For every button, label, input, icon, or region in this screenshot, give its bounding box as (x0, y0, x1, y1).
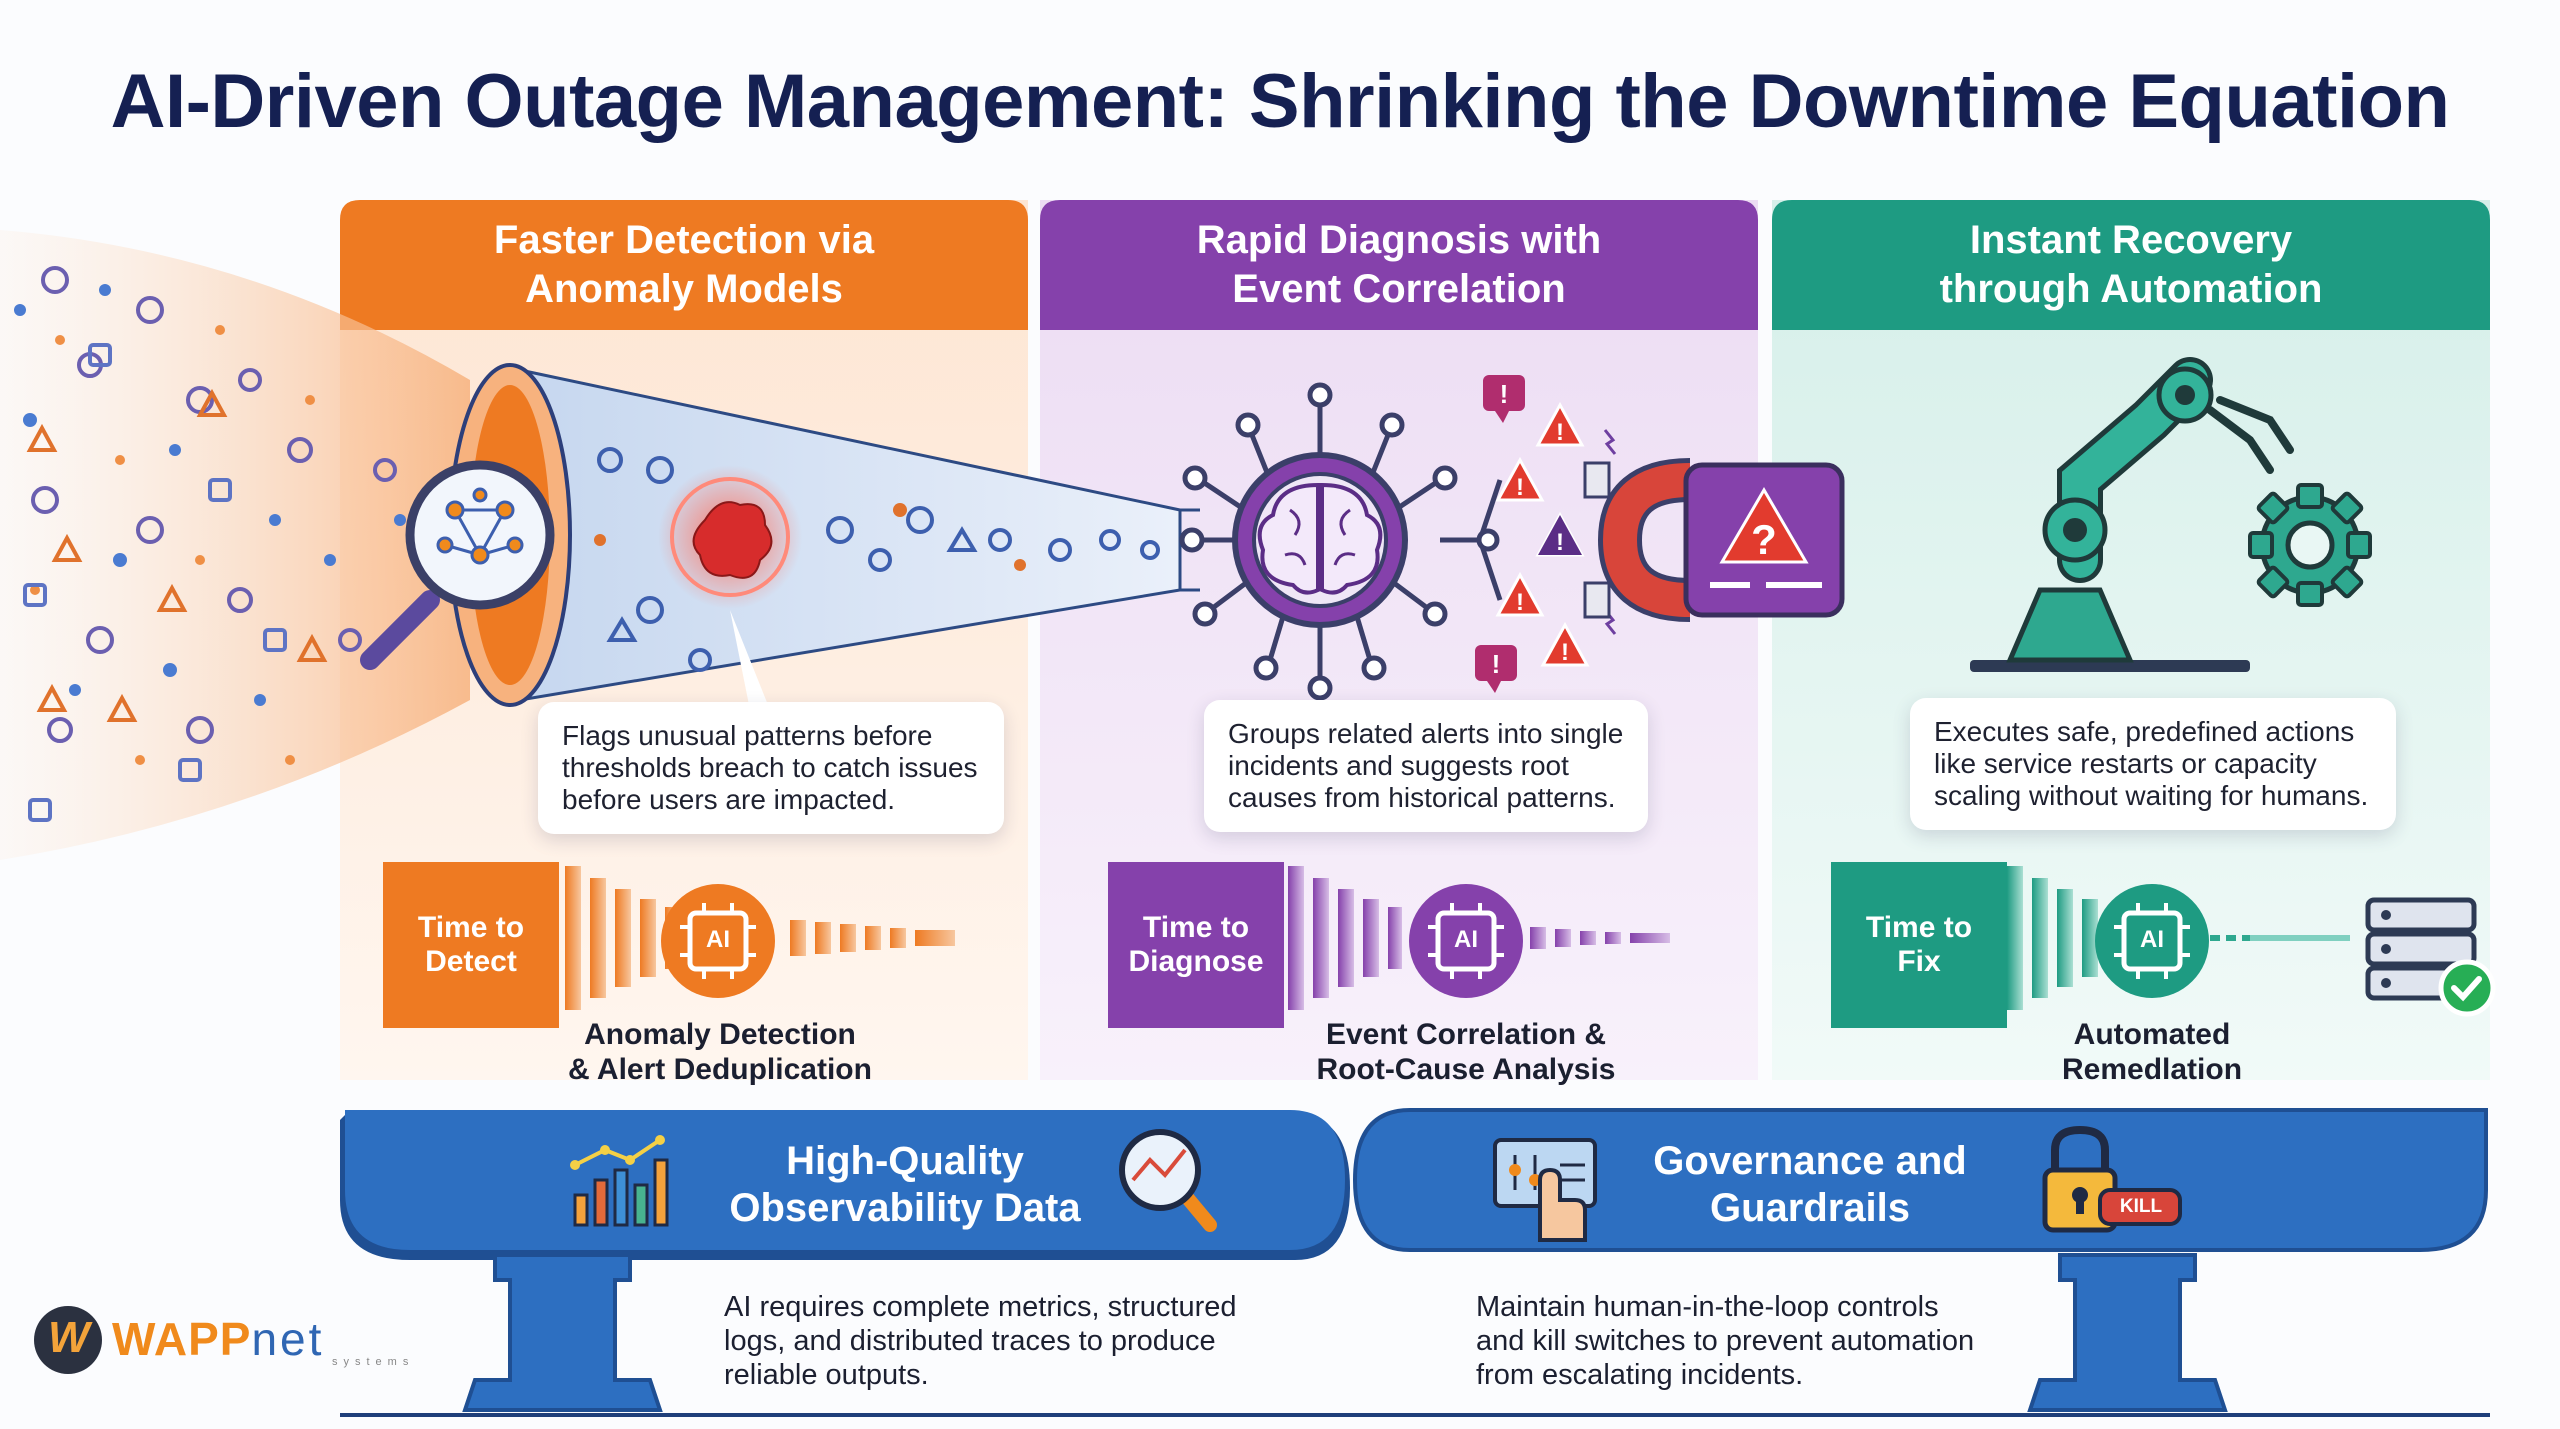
warning-icon: !!! !! !! (1475, 375, 1622, 693)
incident-question-mark: ? (1751, 516, 1777, 563)
svg-text:!: ! (1556, 419, 1564, 446)
logo-badge (34, 1306, 102, 1374)
ai-chip-fix-label: AI (2140, 926, 2164, 953)
heading-diagnose-line2: Event Correlation (1232, 267, 1566, 311)
banner-observability-title: High-Quality Observability Data (729, 1139, 1081, 1230)
heading-detect-line2: Anomaly Models (525, 267, 843, 311)
banner-governance (1352, 1108, 2488, 1412)
logo-wordmark-secondary: net (251, 1313, 325, 1365)
heading-recover-line2: through Automation (1939, 267, 2323, 311)
callout-pointer (730, 610, 770, 710)
ai-chip-diagnose (1409, 884, 1523, 998)
callout-recover: Executes safe, predefined actions like s… (1910, 698, 2396, 830)
time-shrink-diagnose (1288, 866, 1670, 1010)
logo-subtitle: systems (332, 1356, 415, 1368)
heading-recover: Instant Recovery through Automation (1772, 205, 2490, 325)
svg-text:!: ! (1500, 379, 1509, 409)
gear-icon (2248, 483, 2372, 607)
ai-chip-fix (2095, 884, 2209, 998)
banner-governance-description: Maintain human-in-the-loop controls and … (1476, 1291, 1975, 1391)
padlock-icon (2042, 1125, 2182, 1233)
svg-text:!: ! (1492, 649, 1501, 679)
touch-panel-icon (1493, 1138, 1597, 1242)
caption-detect: Anomaly Detection & Alert Deduplication (568, 1018, 872, 1086)
magnifier-chart-icon (1119, 1129, 1217, 1232)
robot-arm-icon (1970, 357, 2294, 672)
ai-chip-diagnose-label: AI (1454, 926, 1478, 953)
page-title: AI-Driven Outage Management: Shrinking t… (110, 59, 2450, 144)
caption-diagnose: Event Correlation & Root-Cause Analysis (1316, 1018, 1616, 1086)
server-check-icon (2365, 897, 2496, 1017)
heading-detect-line1: Faster Detection via (493, 218, 875, 262)
kill-switch-tag: KILL (2119, 1196, 2163, 1217)
heading-diagnose-line1: Rapid Diagnosis with (1196, 218, 1602, 262)
heading-recover-line1: Instant Recovery (1969, 218, 2293, 262)
callout-diagnose: Groups related alerts into single incide… (1204, 700, 1648, 832)
banner-governance-title: Governance and Guardrails (1653, 1139, 1967, 1230)
ai-chip-detect (661, 884, 775, 998)
magnet-icon (1583, 458, 1691, 622)
svg-text:!: ! (1516, 474, 1524, 501)
bar-chart-icon (570, 1135, 669, 1227)
svg-text:!: ! (1556, 529, 1564, 556)
incident-alert-icon (1683, 462, 1845, 618)
caption-recover: Automated Remedlation (2061, 1018, 2243, 1086)
anomaly-blob-icon (658, 465, 802, 609)
callout-detect: Flags unusual patterns before thresholds… (538, 702, 1004, 834)
magnifier-network-icon (360, 460, 555, 670)
logo-wordmark-primary: WAPP (112, 1313, 252, 1365)
ai-chip-detect-label: AI (706, 926, 730, 953)
svg-text:!: ! (1561, 639, 1569, 666)
company-logo: WAPPnet systems (112, 1312, 408, 1372)
svg-text:!: ! (1516, 589, 1524, 616)
logo-badge-letter: W (48, 1313, 90, 1362)
time-shrink-fix (2007, 866, 2350, 1010)
banner-observability-description: AI requires complete metrics, structured… (724, 1291, 1237, 1391)
ai-brain-icon (1179, 382, 1503, 701)
data-particle-stream (0, 230, 470, 860)
